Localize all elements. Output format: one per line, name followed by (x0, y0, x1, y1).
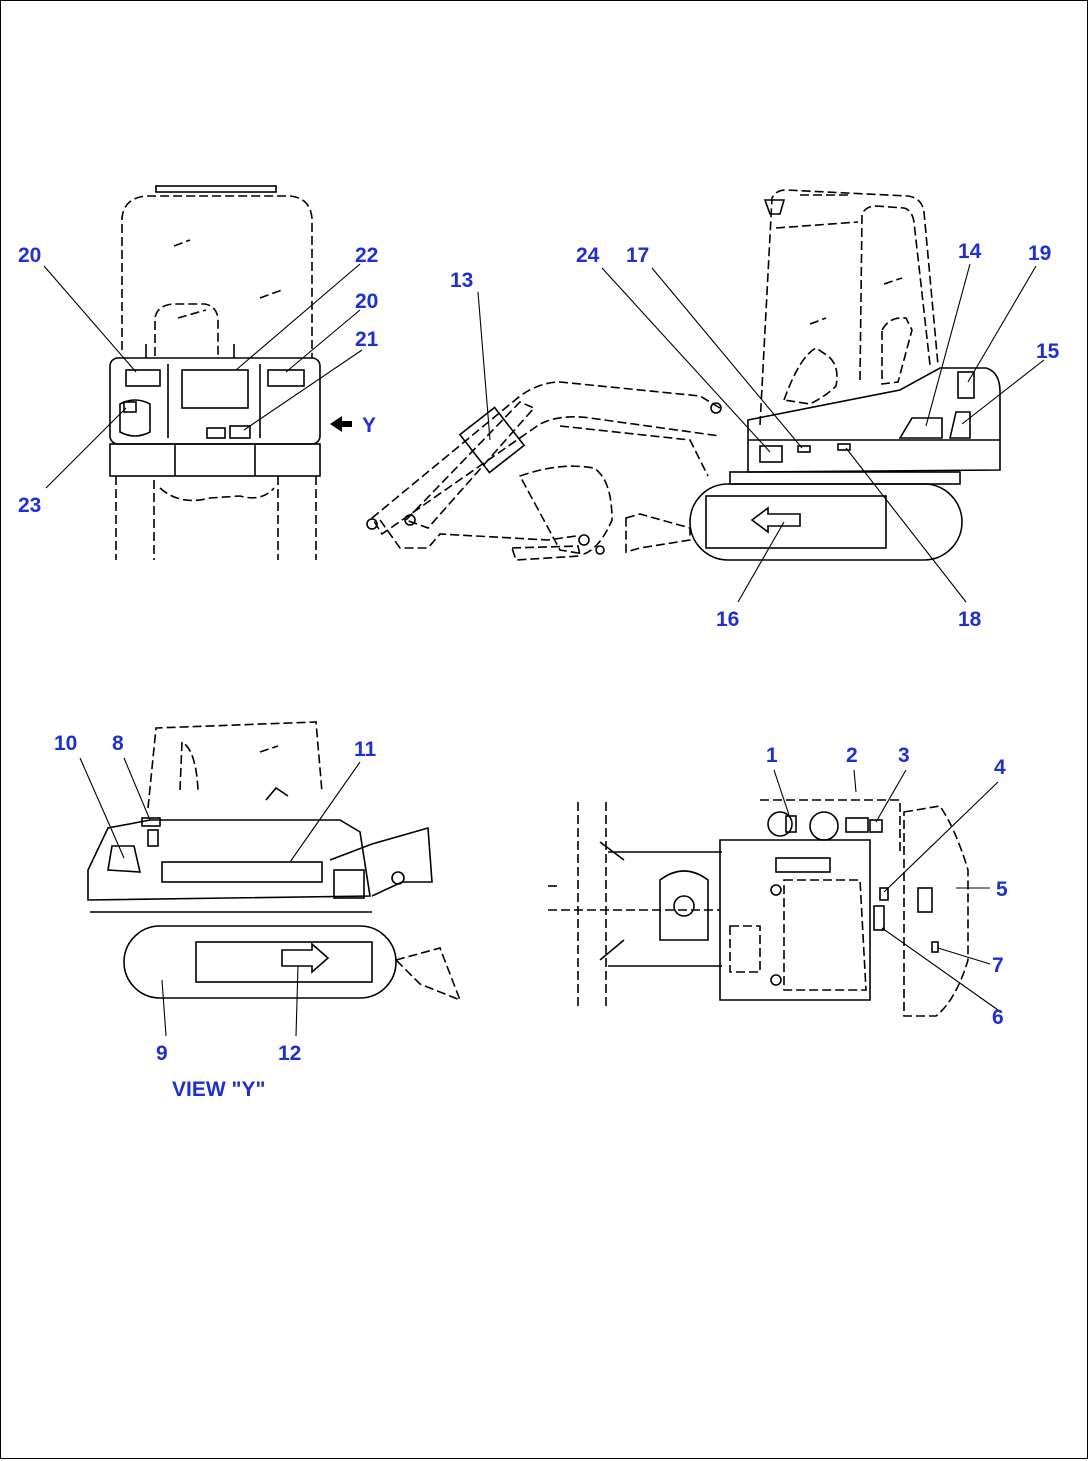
callout-5: 5 (996, 878, 1008, 901)
rear-cab-outline (121, 195, 313, 358)
callout-20-left: 20 (18, 244, 41, 267)
decal-14 (898, 417, 943, 439)
decal-19 (957, 371, 975, 399)
decal-24 (759, 445, 783, 463)
top-control-panel (775, 857, 831, 873)
side-bucket (518, 465, 613, 555)
decal-20-right (267, 369, 305, 387)
rear-undercarriage (109, 443, 321, 477)
rear-view (43, 185, 363, 560)
callout-17: 17 (626, 244, 649, 267)
decal-8 (141, 817, 161, 827)
callout-11: 11 (354, 738, 377, 761)
decal-6 (873, 905, 885, 931)
top-counterweight-cover (903, 805, 969, 1017)
decal-21b (229, 425, 251, 439)
side-cab-outline (759, 189, 939, 426)
rear-roof-vent (155, 185, 277, 193)
top-boom-rails (577, 802, 607, 1010)
callout-21: 21 (355, 328, 379, 351)
viewy-track (123, 925, 397, 999)
side-operator-lever (881, 316, 913, 385)
callout-6: 6 (992, 1006, 1004, 1029)
callout-9: 9 (156, 1042, 168, 1065)
decal-17 (797, 445, 811, 453)
callout-10: 10 (54, 732, 77, 755)
decal-12 (281, 942, 330, 974)
rear-track-left (115, 476, 155, 560)
callout-15: 15 (1036, 340, 1060, 363)
top-view (548, 769, 999, 1017)
callout-20-right: 20 (355, 290, 378, 313)
side-upper-body (747, 367, 1001, 473)
side-seat (782, 347, 838, 405)
rear-seat-back (154, 303, 219, 356)
callout-4: 4 (994, 756, 1006, 779)
decal-22 (181, 369, 249, 409)
callout-13: 13 (450, 269, 473, 292)
callout-14: 14 (958, 240, 982, 263)
callout-18: 18 (958, 608, 982, 631)
top-swing-bracket (659, 870, 709, 941)
decal-16 (750, 506, 801, 534)
callout-23: 23 (18, 494, 41, 517)
callout-2: 2 (846, 744, 858, 767)
rear-lamp (119, 399, 151, 437)
decal-10 (107, 845, 142, 873)
side-view (366, 189, 1045, 603)
viewy-boom-base (329, 826, 433, 897)
decal-3 (869, 819, 883, 833)
decal-5 (917, 887, 933, 913)
decal-4 (879, 887, 889, 901)
decal-7 (931, 941, 939, 953)
decal-8b (147, 829, 159, 847)
viewy-blade (394, 947, 462, 1002)
view-y-arrow (330, 416, 352, 432)
viewy-body (87, 819, 371, 901)
callout-22: 22 (355, 244, 378, 267)
decal-18 (837, 443, 851, 451)
view-y (79, 721, 462, 1037)
callout-3: 3 (898, 744, 910, 767)
callout-12: 12 (278, 1042, 301, 1065)
decal-20-left (125, 369, 161, 387)
callout-8: 8 (112, 732, 124, 755)
side-arm (379, 519, 577, 549)
side-boom-cylinder (559, 425, 709, 477)
top-cab-floor (719, 839, 871, 1001)
callout-1: 1 (766, 744, 778, 767)
callout-7: 7 (992, 954, 1004, 977)
top-seat (783, 879, 867, 991)
decal-15 (948, 411, 971, 439)
callout-16: 16 (716, 608, 739, 631)
callout-19: 19 (1028, 242, 1051, 265)
side-cab-door (859, 205, 931, 381)
callout-24: 24 (576, 244, 600, 267)
side-track-frame (705, 495, 887, 549)
side-blade (625, 513, 691, 554)
viewy-cab (147, 721, 323, 809)
decal-23 (123, 401, 137, 413)
side-mirror (763, 199, 786, 215)
decal-1 (785, 815, 797, 833)
decal-11 (161, 861, 323, 883)
decal-13 (458, 406, 526, 474)
decal-21a (206, 427, 226, 439)
decal-2 (845, 817, 869, 833)
view-y-marker: Y (362, 414, 376, 437)
view-y-caption: VIEW "Y" (172, 1078, 265, 1101)
rear-track-right (277, 476, 317, 560)
side-boom (370, 381, 721, 536)
